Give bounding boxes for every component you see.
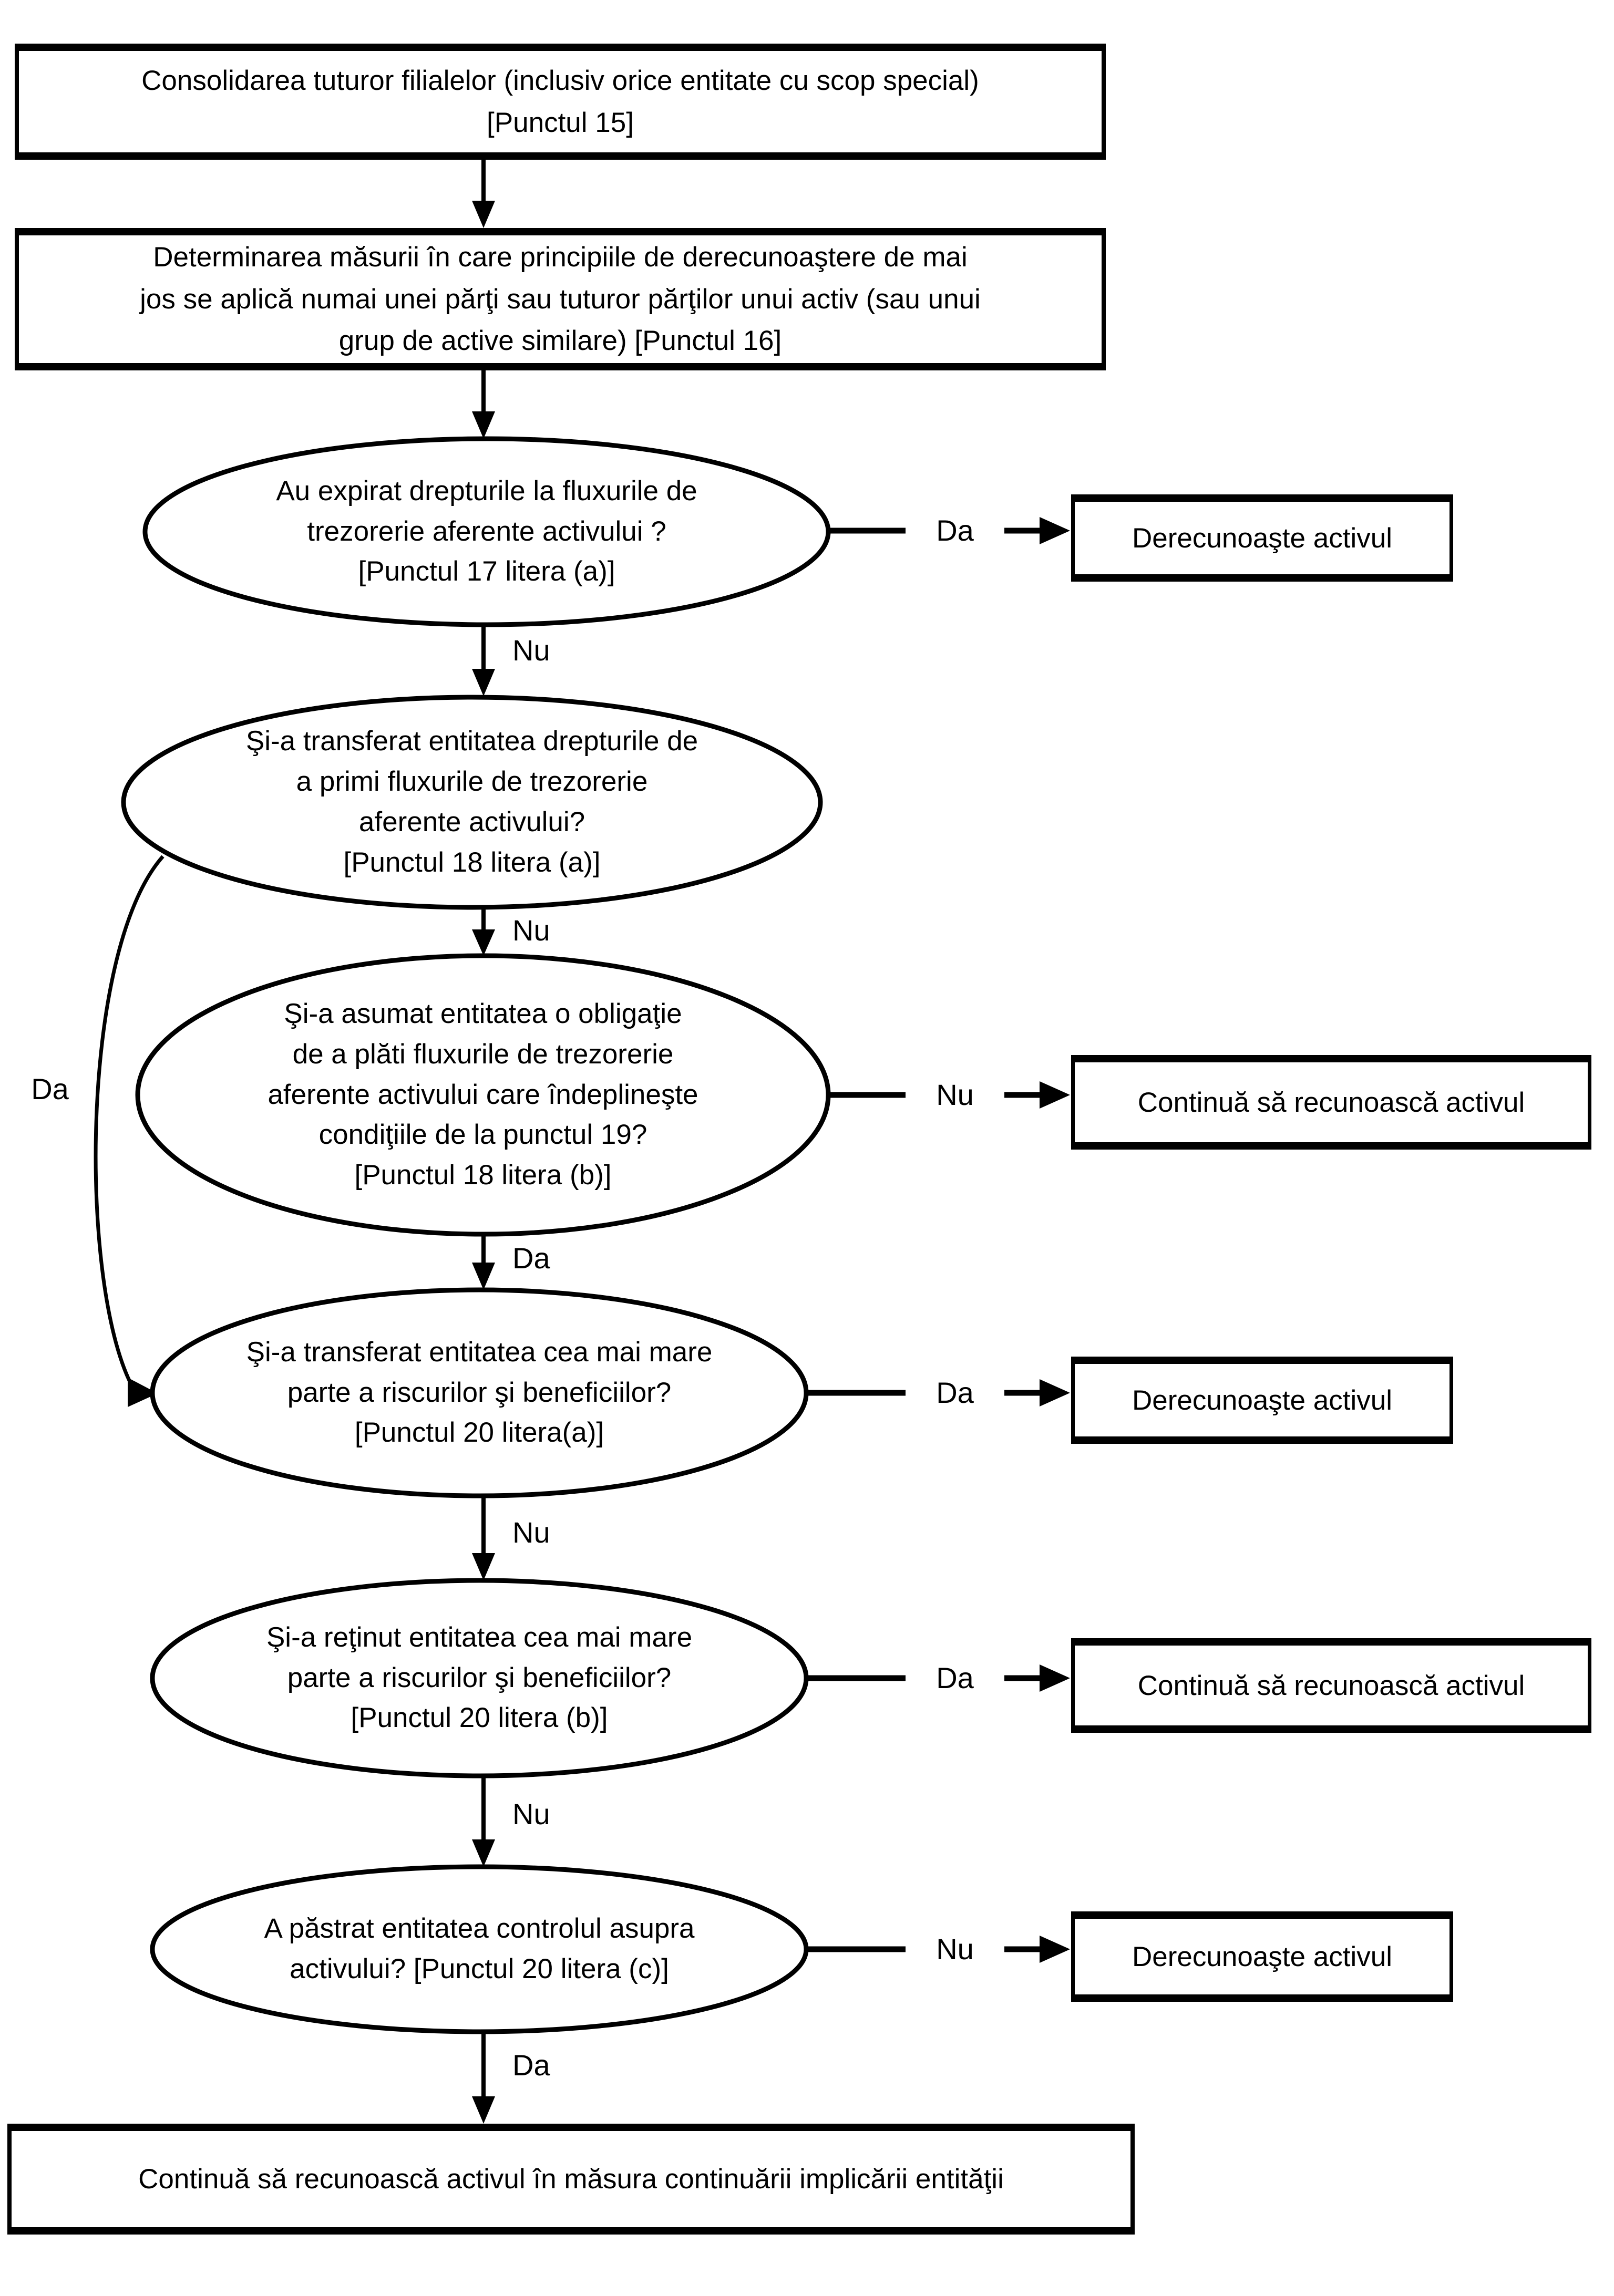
edge-label-yes-right-1: Da (906, 510, 1004, 552)
ellipse-retained-risks (150, 1578, 809, 1778)
ellipse-transferred-rights-text: Şi-a transferat entitatea drepturile de … (245, 726, 698, 878)
node-determination-box: Determinarea măsurii în care principiile… (15, 228, 1106, 370)
edge-label-yes-right-2: Da (906, 1372, 1004, 1414)
node-final-box: Continuă să recunoască activul în măsura… (7, 2124, 1135, 2235)
result-derecognise-3-text: Derecunoaşte activul (1132, 1941, 1392, 1972)
ellipse-rights-expired-text: Au expirat drepturile la fluxurile de tr… (276, 475, 697, 587)
node-determination-text: Determinarea măsurii în care principiile… (140, 242, 981, 357)
node-final-text: Continuă să recunoască activul în măsura… (138, 2163, 1004, 2195)
ellipse-assumed-obligation (135, 953, 831, 1237)
edge-label-yes-2: Da (512, 1242, 550, 1275)
ellipse-retained-control-text: A păstrat entitatea controlul asupra act… (264, 1913, 695, 1984)
ellipse-rights-expired (142, 436, 831, 627)
decision-ellipses (121, 436, 831, 2034)
horizontal-connectors (806, 528, 1043, 1952)
result-derecognise-3: Derecunoaşte activul (1071, 1911, 1453, 2002)
node-consolidation-box: Consolidarea tuturor filialelor (inclusi… (15, 44, 1106, 160)
ellipse-assumed-obligation-text: Şi-a asumat entitatea o obligaţie de a p… (268, 998, 698, 1191)
result-continue-1-text: Continuă să recunoască activul (1137, 1087, 1525, 1118)
result-continue-2-text: Continuă să recunoască activul (1137, 1670, 1525, 1701)
down-arrowheads (472, 201, 495, 2124)
result-derecognise-2-text: Derecunoaşte activul (1132, 1384, 1392, 1416)
yes-bypass-curve (94, 855, 165, 1391)
yes-bypass-arrowhead (128, 1378, 158, 1407)
result-derecognise-2: Derecunoaşte activul (1071, 1357, 1453, 1444)
edge-label-no-3: Nu (512, 1516, 550, 1549)
ellipse-retained-risks-text: Şi-a reţinut entitatea cea mai mare part… (266, 1621, 693, 1734)
ellipse-transferred-risks-text: Şi-a transferat entitatea cea mai mare p… (246, 1336, 713, 1449)
edge-label-yes-bypass: Da (31, 1072, 69, 1105)
ellipse-transferred-rights (121, 695, 823, 910)
result-derecognise-1: Derecunoaşte activul (1071, 494, 1453, 582)
edge-label-no-2: Nu (512, 914, 550, 947)
edge-label-no-right-2: Nu (906, 1928, 1004, 1970)
ellipse-transferred-risks (150, 1287, 809, 1498)
result-continue-1: Continuă să recunoască activul (1071, 1055, 1591, 1150)
result-derecognise-1-text: Derecunoaşte activul (1132, 522, 1392, 554)
edge-label-no-1: Nu (512, 634, 550, 667)
edge-label-yes-right-3: Da (906, 1657, 1004, 1699)
ellipse-retained-control (150, 1864, 809, 2034)
edge-label-yes-4: Da (512, 2049, 550, 2082)
node-consolidation-text: Consolidarea tuturor filialelor (inclusi… (141, 65, 979, 138)
edge-label-no-right-1: Nu (906, 1074, 1004, 1116)
right-arrowheads (1040, 517, 1070, 1963)
edge-label-no-4: Nu (512, 1797, 550, 1830)
result-continue-2: Continuă să recunoască activul (1071, 1638, 1591, 1733)
